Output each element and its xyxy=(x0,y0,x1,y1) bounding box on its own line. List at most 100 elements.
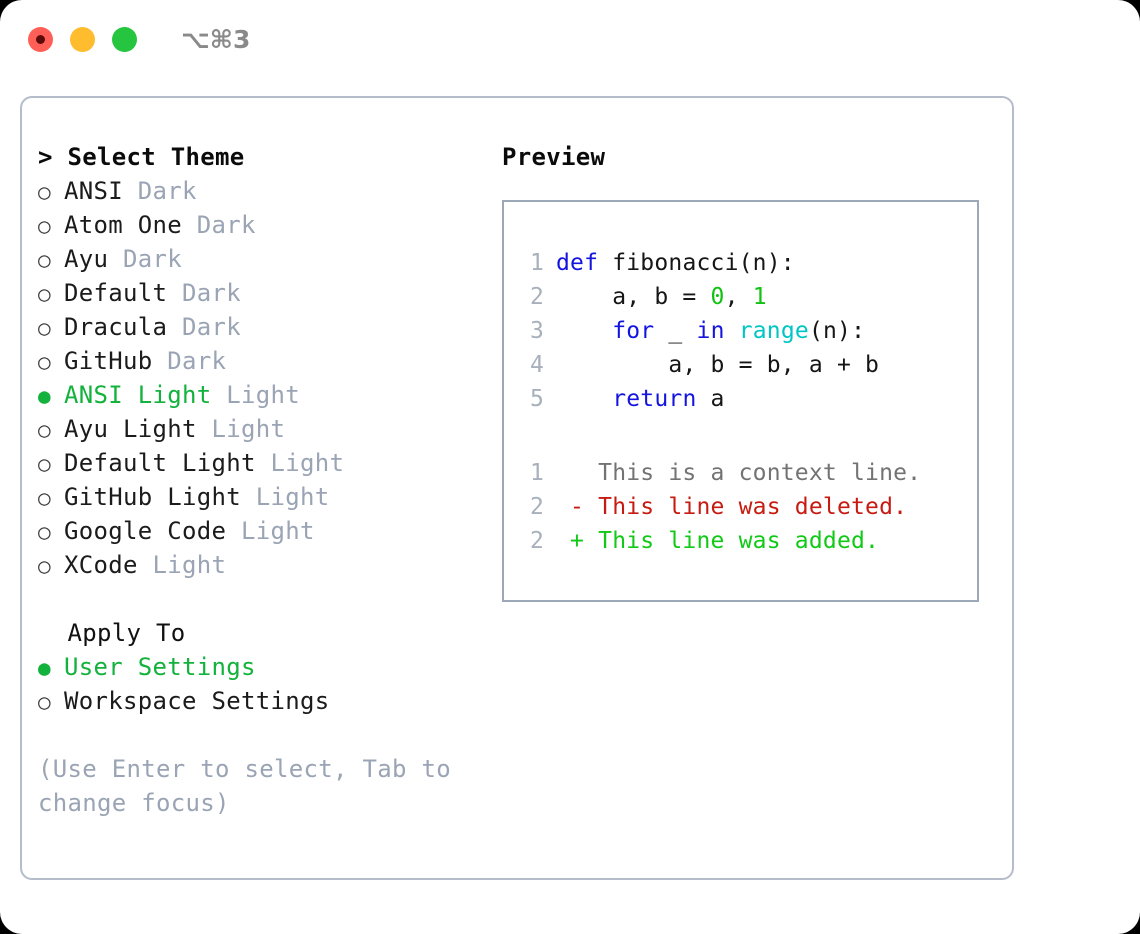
theme-option-github[interactable]: ○GitHub Dark xyxy=(38,344,508,378)
theme-option-ansi-light[interactable]: ● ANSI Light Light xyxy=(38,378,508,412)
theme-variant-badge: Light xyxy=(226,517,315,545)
select-theme-heading: > Select Theme xyxy=(38,140,508,174)
code-token xyxy=(556,318,612,344)
select-theme-heading-label: Select Theme xyxy=(67,143,245,171)
code-token xyxy=(556,386,612,412)
theme-selection-column: > Select Theme ○ANSI Dark○Atom One Dark○… xyxy=(38,140,508,820)
theme-option-label: Default Light xyxy=(64,449,256,477)
theme-option-label: ANSI xyxy=(64,177,123,205)
theme-option-label: Ayu Light xyxy=(64,415,197,443)
code-token: , xyxy=(724,284,753,310)
title-bar: ⌥⌘3 xyxy=(0,0,1140,78)
radio-unselected-icon[interactable]: ○ xyxy=(38,214,51,238)
radio-unselected-icon[interactable]: ○ xyxy=(38,486,51,510)
diff-line-text: This is a context line. xyxy=(556,460,922,486)
apply-option-user-settings[interactable]: ● User Settings xyxy=(38,650,508,684)
theme-option-label: Atom One xyxy=(64,211,182,239)
keyboard-shortcut-label: ⌥⌘3 xyxy=(181,24,251,54)
code-token: a, b = xyxy=(556,284,711,310)
theme-option-xcode[interactable]: ○ XCode Light xyxy=(38,548,508,582)
theme-option-ayu[interactable]: ○ Ayu Dark xyxy=(38,242,508,276)
radio-unselected-icon[interactable]: ○ xyxy=(38,690,51,714)
section-spacer xyxy=(38,582,508,616)
theme-option-dracula[interactable]: ○ Dracula Dark xyxy=(38,310,508,344)
focus-marker: > xyxy=(38,143,68,171)
diff-line: 1 This is a context line. xyxy=(518,456,977,490)
theme-option-atom-one[interactable]: ○ Atom One Dark xyxy=(38,208,508,242)
close-button[interactable] xyxy=(28,26,53,52)
window-controls xyxy=(28,26,137,52)
theme-variant-badge: Light xyxy=(211,381,300,409)
code-line: 4 a, b = b, a + b xyxy=(518,348,977,382)
code-token: def xyxy=(556,250,599,276)
line-number: 5 xyxy=(529,386,544,412)
theme-option-default-light[interactable]: ○Default Light Light xyxy=(38,446,508,480)
theme-option-label: Ayu xyxy=(64,245,109,273)
radio-unselected-icon[interactable]: ○ xyxy=(38,520,51,544)
line-number: 2 xyxy=(529,528,544,554)
code-token: (n): xyxy=(808,318,866,344)
code-line: 2 a, b = 0, 1 xyxy=(518,280,977,314)
theme-variant-badge: Dark xyxy=(108,245,182,273)
code-token: a, b = b, a + b xyxy=(556,352,880,378)
theme-variant-badge: Dark xyxy=(152,347,227,375)
radio-unselected-icon[interactable]: ○ xyxy=(38,418,51,442)
theme-list: ○ ANSI Dark ○ Atom One Dark ○ Ayu Dark ○ Defaul… xyxy=(38,174,508,582)
theme-variant-badge: Light xyxy=(196,415,286,443)
code-token: _ xyxy=(654,318,697,344)
line-number: 4 xyxy=(529,352,544,378)
theme-option-ansi[interactable]: ○ ANSI Dark xyxy=(38,174,508,208)
radio-unselected-icon[interactable]: ○ xyxy=(38,316,51,340)
theme-option-label: Google Code xyxy=(64,517,227,545)
theme-option-label: Dracula xyxy=(64,313,168,341)
apply-option-label: User Settings xyxy=(64,653,256,681)
radio-selected-icon[interactable]: ● xyxy=(38,384,51,408)
line-number: 1 xyxy=(529,250,544,276)
main-panel: > Select Theme ○ANSI Dark○Atom One Dark○… xyxy=(20,96,1014,880)
line-number: 1 xyxy=(529,460,544,486)
line-number: 3 xyxy=(529,318,544,344)
code-token: a xyxy=(696,386,725,412)
diff-line: 2 - This line was deleted. xyxy=(518,490,977,524)
theme-option-github-light[interactable]: ○GitHub Light Light xyxy=(38,480,508,514)
radio-unselected-icon[interactable]: ○ xyxy=(38,180,51,204)
theme-variant-badge: Dark xyxy=(182,211,256,239)
theme-variant-badge: Light xyxy=(137,551,227,579)
code-token xyxy=(725,318,739,344)
diff-line: 2 + This line was added. xyxy=(518,524,977,558)
theme-option-default[interactable]: ○ Default Dark xyxy=(38,276,508,310)
apply-option-label: Workspace Settings xyxy=(64,687,330,715)
theme-option-label: XCode xyxy=(64,551,138,579)
theme-variant-badge: Dark xyxy=(167,279,241,307)
theme-option-label: ANSI Light xyxy=(64,381,212,409)
theme-variant-badge: Dark xyxy=(167,313,241,341)
theme-option-label: Default xyxy=(64,279,168,307)
apply-option-workspace-settings[interactable]: ○ Workspace Settings xyxy=(38,684,508,718)
code-line: 3 for _ in range(n): xyxy=(518,314,977,348)
code-token: in xyxy=(696,318,725,344)
preview-heading: Preview xyxy=(502,143,606,171)
theme-variant-badge: Light xyxy=(241,483,330,511)
radio-selected-icon[interactable]: ● xyxy=(38,656,51,680)
minimize-button[interactable] xyxy=(70,26,95,52)
diff-sample: 1 This is a context line.2 - This line w… xyxy=(518,456,977,558)
radio-unselected-icon[interactable]: ○ xyxy=(38,554,51,578)
line-number: 2 xyxy=(529,494,544,520)
zoom-button[interactable] xyxy=(112,26,137,52)
keyboard-hint-text: (Use Enter to select, Tab to change focu… xyxy=(38,755,451,817)
code-token: return xyxy=(612,386,697,412)
theme-variant-badge: Dark xyxy=(123,177,197,205)
apply-to-list: ● User Settings ○ Workspace Settings xyxy=(38,650,508,718)
radio-unselected-icon[interactable]: ○ xyxy=(38,282,51,306)
theme-option-ayu-light[interactable]: ○ Ayu Light Light xyxy=(38,412,508,446)
radio-unselected-icon[interactable]: ○ xyxy=(38,350,51,374)
apply-to-heading-label: Apply To xyxy=(67,619,186,647)
radio-unselected-icon[interactable]: ○ xyxy=(38,248,51,272)
radio-unselected-icon[interactable]: ○ xyxy=(38,452,51,476)
theme-option-google-code[interactable]: ○ Google Code Light xyxy=(38,514,508,548)
diff-line-text: - This line was deleted. xyxy=(556,494,908,520)
